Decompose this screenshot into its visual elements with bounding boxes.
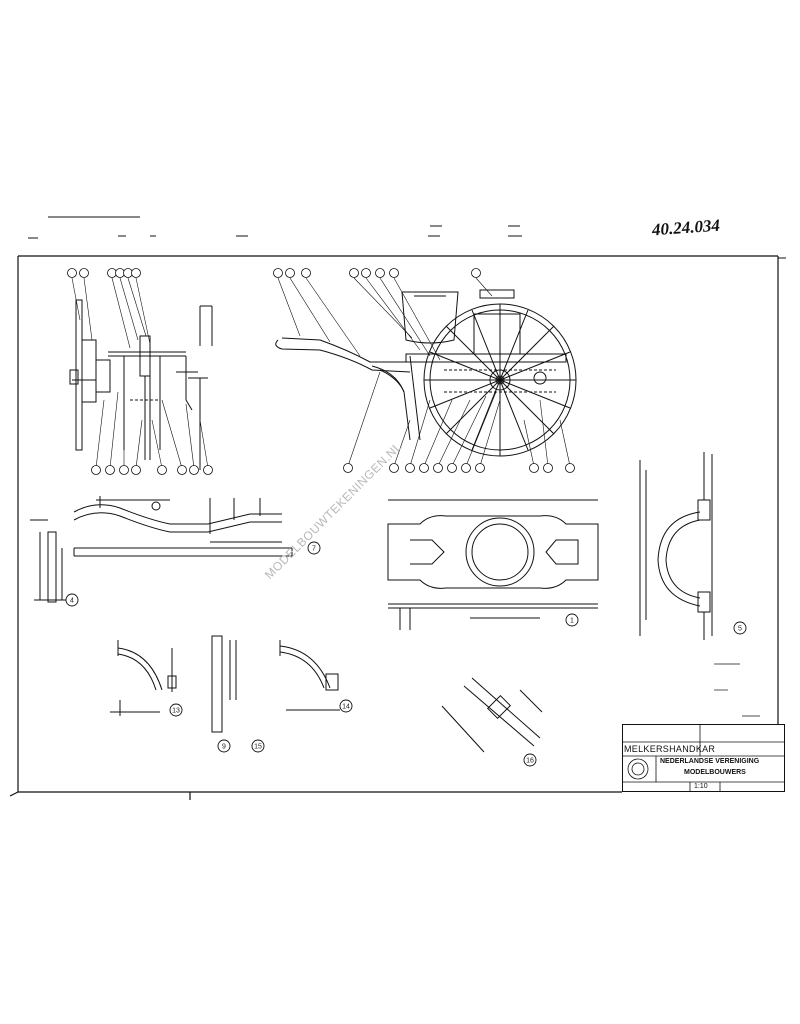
title-block-name: MELKERSHANDKAR xyxy=(624,744,716,754)
detail-label-7: 7 xyxy=(312,546,316,553)
drawing-frame xyxy=(9,255,779,800)
detail-label-4: 4 xyxy=(70,598,74,605)
title-block-scale: 1:10 xyxy=(694,783,708,790)
part-bracket-4 xyxy=(30,519,66,603)
detail-label-5: 5 xyxy=(738,626,742,633)
detail-label-9: 9 xyxy=(222,744,226,751)
side-view xyxy=(275,289,577,457)
detail-labels: 4 7 1 5 13 9 15 14 16 xyxy=(70,546,742,765)
part-frame-plate xyxy=(387,499,599,630)
detail-label-16: 16 xyxy=(526,758,534,765)
title-block-organization-1: NEDERLANDSE VERENIGING xyxy=(660,758,760,765)
detail-label-13: 13 xyxy=(172,708,180,715)
detail-label-15: 15 xyxy=(254,744,262,751)
detail-label-1: 1 xyxy=(570,618,574,625)
part-strut-9 xyxy=(211,635,237,733)
title-block-organization-2: MODELBOUWERS xyxy=(684,769,746,776)
side-view-leaders xyxy=(277,277,571,467)
legend-lines xyxy=(714,663,760,717)
front-view-balloons xyxy=(67,268,213,475)
part-diagonal-pin xyxy=(441,677,543,753)
side-view-balloons xyxy=(273,268,575,473)
title-block xyxy=(622,724,785,792)
part-curved-bracket-14 xyxy=(279,640,340,711)
detail-balloons xyxy=(65,541,747,767)
top-frame-marks xyxy=(28,216,786,259)
front-view xyxy=(69,299,213,470)
part-handle-bar xyxy=(73,496,293,557)
part-curved-bracket-13 xyxy=(110,640,177,716)
detail-label-14: 14 xyxy=(342,704,350,711)
part-arch-bracket xyxy=(639,452,713,640)
front-view-leaders xyxy=(71,277,209,469)
title-block-lines xyxy=(622,724,785,792)
